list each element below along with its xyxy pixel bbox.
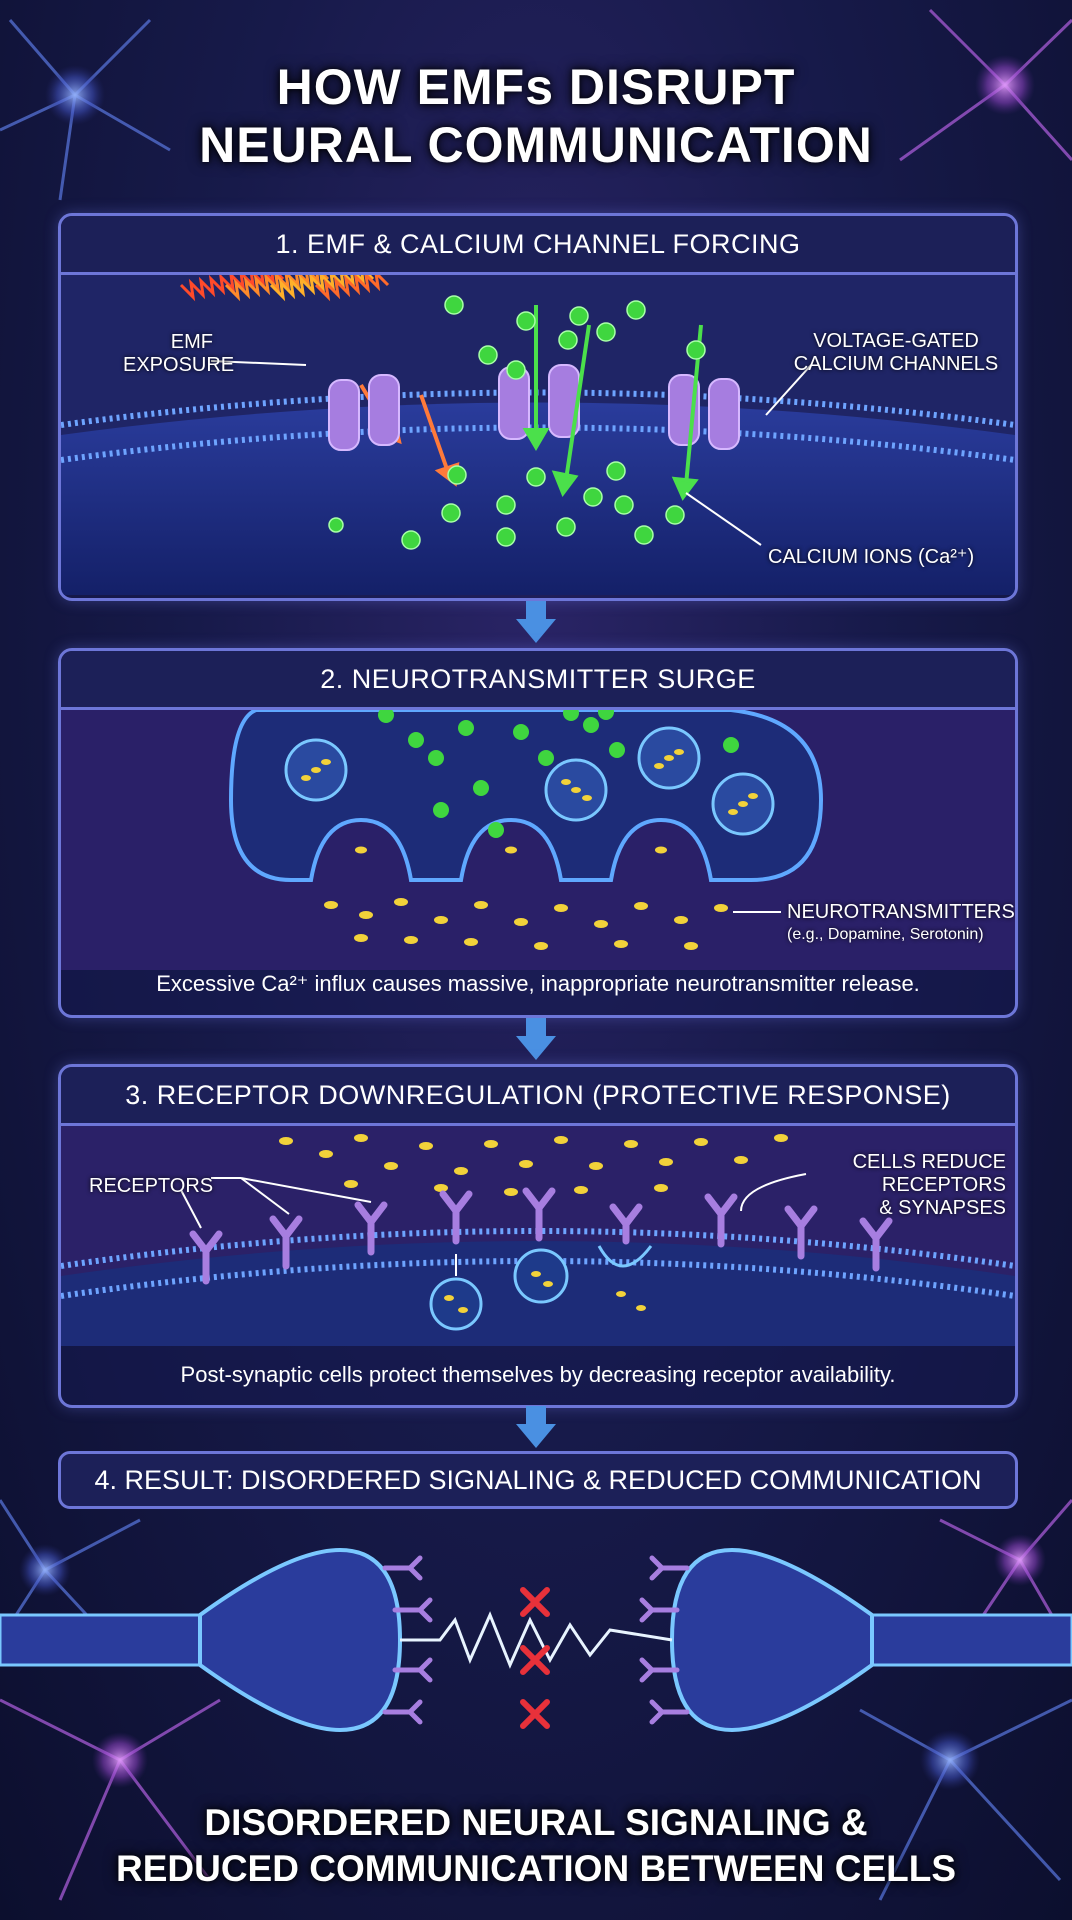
label-cells-line2: RECEPTORS xyxy=(881,1174,1006,1196)
internalized-nt xyxy=(444,1271,646,1313)
calcium-ions xyxy=(328,295,706,550)
label-emf-exposure: EMF EXPOSURE xyxy=(123,331,235,377)
block-x-marks xyxy=(520,1587,550,1729)
label-cells-line3: & SYNAPSES xyxy=(879,1197,1006,1219)
bottom-receptors xyxy=(382,1555,690,1725)
calcium-channel-diagram xyxy=(61,275,1015,595)
label-nt-examples: (e.g., Dopamine, Serotonin) xyxy=(787,926,984,943)
label-channels-line2: CALCIUM CHANNELS xyxy=(793,353,999,375)
endocytosis-pit xyxy=(597,1245,653,1268)
result-heading: 4. RESULT: DISORDERED SIGNALING & REDUCE… xyxy=(58,1451,1018,1509)
label-leaders-3 xyxy=(180,1173,807,1276)
label-neurotransmitters: NEUROTRANSMITTERS xyxy=(787,901,1015,923)
panel-receptor-downregulation: 3. RECEPTOR DOWNREGULATION (PROTECTIVE R… xyxy=(58,1064,1018,1408)
panel-emf-calcium: 1. EMF & CALCIUM CHANNEL FORCING xyxy=(58,213,1018,601)
internalized-vesicles xyxy=(429,1248,569,1331)
left-neuron-terminal xyxy=(198,1547,403,1733)
receptor-diagram xyxy=(61,1126,1015,1346)
label-cells-reduce: CELLS REDUCE RECEPTORS & SYNAPSES xyxy=(806,1151,1006,1220)
label-calcium-ions: CALCIUM IONS (Ca²⁺) xyxy=(768,546,975,568)
right-neuron-terminal xyxy=(669,1547,874,1733)
bottom-summary: DISORDERED NEURAL SIGNALING & REDUCED CO… xyxy=(0,1800,1072,1892)
label-channels-line1: VOLTAGE-GATED xyxy=(813,330,979,352)
bottom-line-2: REDUCED COMMUNICATION BETWEEN CELLS xyxy=(115,1848,956,1889)
flow-arrow-2 xyxy=(516,1018,556,1060)
label-leaders xyxy=(210,360,812,546)
neurotransmitter-particles xyxy=(301,749,758,950)
label-calcium-channels: VOLTAGE-GATED CALCIUM CHANNELS xyxy=(781,330,1011,376)
label-emf-line1: EMF xyxy=(170,331,213,353)
panel3-heading: 3. RECEPTOR DOWNREGULATION (PROTECTIVE R… xyxy=(61,1067,1015,1126)
emf-waves xyxy=(179,275,390,302)
receptors xyxy=(189,1187,893,1285)
title-line-2: NEURAL COMMUNICATION xyxy=(199,117,873,173)
panel1-heading: 1. EMF & CALCIUM CHANNEL FORCING xyxy=(61,216,1015,275)
label-emf-line2: EXPOSURE xyxy=(123,354,235,376)
bottom-line-1: DISORDERED NEURAL SIGNALING & xyxy=(204,1802,868,1843)
title-line-1: HOW EMFs DISRUPT xyxy=(276,59,796,115)
page-title: HOW EMFs DISRUPT NEURAL COMMUNICATION xyxy=(0,58,1072,174)
panel2-caption: Excessive Ca²⁺ influx causes massive, in… xyxy=(156,971,920,996)
panel-neurotransmitter-surge: 2. NEUROTRANSMITTER SURGE NEUROTRAN xyxy=(58,648,1018,1018)
disrupted-signal xyxy=(400,1611,673,1669)
disordered-synapse-illustration xyxy=(0,1547,1072,1733)
panel3-caption: Post-synaptic cells protect themselves b… xyxy=(180,1362,896,1387)
cell-interior xyxy=(61,402,1015,595)
calcium-ions-terminal xyxy=(378,710,739,838)
label-receptors: RECEPTORS xyxy=(89,1175,214,1197)
neurotransmitter-cloud xyxy=(279,1134,788,1196)
label-cells-line1: CELLS REDUCE xyxy=(852,1151,1006,1173)
flow-arrow-1 xyxy=(516,601,556,643)
flow-arrow-3 xyxy=(516,1406,556,1448)
synapse-release-diagram xyxy=(61,710,1015,970)
panel2-heading: 2. NEUROTRANSMITTER SURGE xyxy=(61,651,1015,710)
